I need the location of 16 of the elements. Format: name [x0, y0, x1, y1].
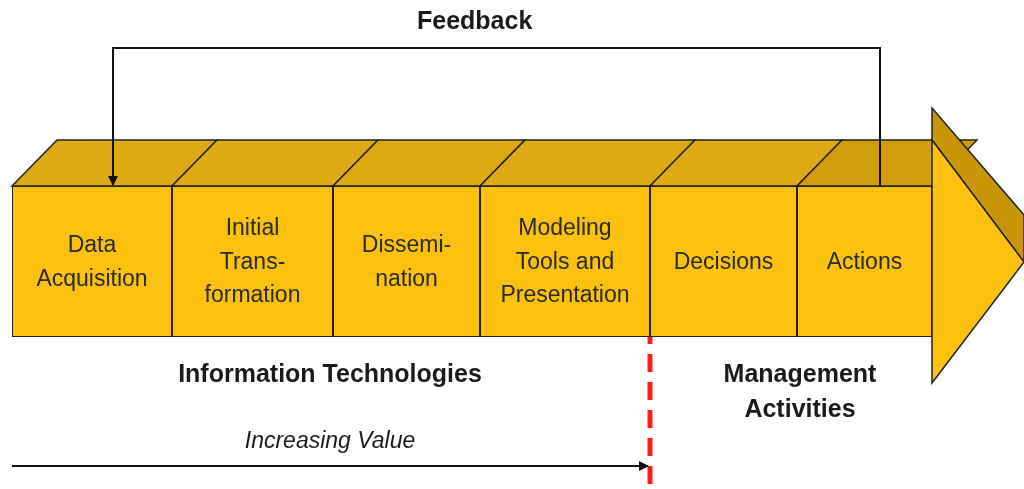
box-label: Dissemi-nation — [360, 230, 453, 293]
process-box — [12, 186, 172, 337]
process-box — [172, 186, 333, 337]
process-box — [480, 186, 650, 337]
process-box — [333, 186, 480, 337]
axis-caption: Increasing Value — [243, 426, 417, 455]
feedback-arrow — [108, 47, 881, 187]
section-label: Management Activities — [722, 358, 878, 424]
section-label: Information Technologies — [177, 358, 483, 389]
process-box — [797, 186, 932, 337]
box-label: Initial Trans-formation — [203, 213, 302, 310]
process-box — [650, 186, 797, 337]
box-label: Modeling Tools and Presentation — [499, 213, 631, 310]
box-label: Actions — [826, 246, 903, 276]
box-label: Data Acquisition — [35, 230, 149, 293]
box-label: Decisions — [673, 246, 774, 276]
